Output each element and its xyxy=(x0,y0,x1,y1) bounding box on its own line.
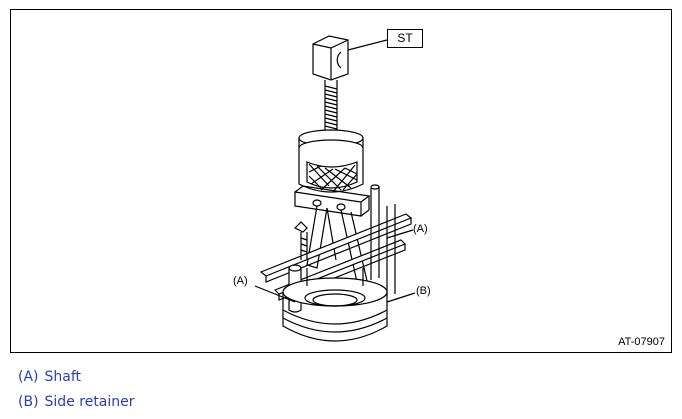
right-post xyxy=(370,184,396,296)
st-nut xyxy=(312,35,349,81)
legend-key: (B) xyxy=(18,394,39,410)
legend-text: Shaft xyxy=(44,369,82,385)
tool-illustration xyxy=(254,35,416,342)
knurled-nut xyxy=(298,129,364,193)
leader-a-right xyxy=(386,229,414,239)
callout-b: (B) xyxy=(416,285,431,297)
st-label: ST xyxy=(387,29,423,48)
side-retainer xyxy=(282,268,388,342)
legend-item-shaft: (A) Shaft xyxy=(18,369,87,385)
st-leader-line xyxy=(347,39,388,51)
leader-a-left xyxy=(254,285,296,303)
legend-key: (A) xyxy=(18,369,39,385)
diagram-figure: ST (A) (A) (B) AT-07907 xyxy=(10,9,672,353)
leader-b xyxy=(386,292,416,303)
figure-id: AT-07907 xyxy=(618,336,665,348)
wing-bolt xyxy=(293,221,308,260)
yoke xyxy=(294,185,371,217)
flat-bar-upper xyxy=(259,213,413,283)
legend-text: Side retainer xyxy=(44,394,135,410)
legend-item-side-retainer: (B) Side retainer xyxy=(18,394,141,410)
callout-a-left: (A) xyxy=(233,275,248,287)
callout-a-right: (A) xyxy=(413,223,428,235)
